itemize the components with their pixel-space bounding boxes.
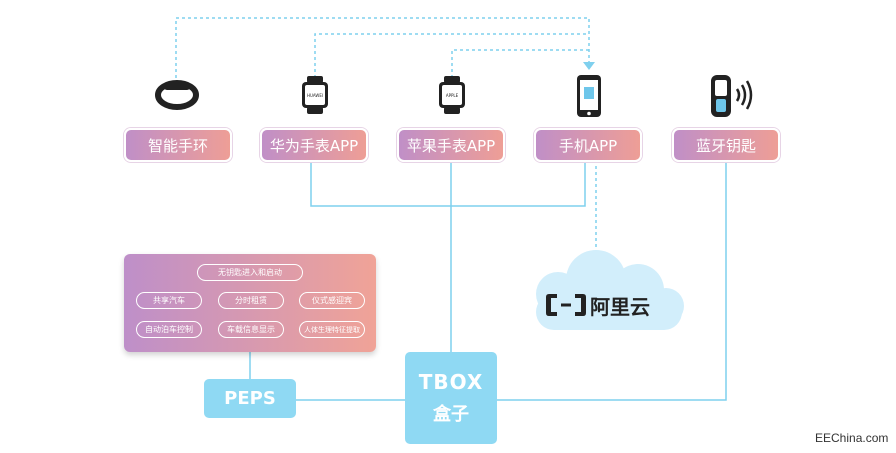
feature-chip: 共享汽车 (136, 292, 202, 309)
feature-chip: 分时租赁 (218, 292, 284, 309)
feature-chip: 车载信息显示 (218, 321, 284, 338)
aliyun-logo-icon (545, 292, 587, 322)
smartphone-icon (576, 74, 602, 122)
watermark: EEChina.com (815, 431, 889, 445)
device-label-apple-watch-app: 苹果手表APP (397, 128, 505, 162)
bluetooth-key-icon (710, 74, 756, 124)
device-label-smart-band: 智能手环 (124, 128, 232, 162)
device-label-huawei-watch-app: 华为手表APP (260, 128, 368, 162)
feature-chip: 自动泊车控制 (136, 321, 202, 338)
tbox-box: TBOX 盒子 (405, 352, 497, 444)
apple-watch-text: APPLE (446, 93, 459, 98)
smart-band-icon (155, 80, 199, 114)
huawei-watch-text: HUAWEI (307, 93, 323, 98)
tbox-title: TBOX (418, 370, 484, 394)
feature-chip: 人体生理特征提取 (299, 321, 365, 338)
tbox-subtitle: 盒子 (433, 404, 469, 425)
feature-chip: 仪式感迎宾 (299, 292, 365, 309)
device-label-bluetooth-key: 蓝牙钥匙 (672, 128, 780, 162)
features-panel: 无钥匙进入和启动 共享汽车 分时租赁 仪式感迎宾 自动泊车控制 车载信息显示 人… (124, 254, 376, 352)
cloud-label: 阿里云 (590, 295, 650, 319)
device-label-phone-app: 手机APP (534, 128, 642, 162)
smartwatch-icon: APPLE (437, 76, 467, 118)
peps-box: PEPS (204, 379, 296, 418)
feature-title-chip: 无钥匙进入和启动 (197, 264, 303, 281)
smartwatch-icon: HUAWEI (300, 76, 330, 118)
